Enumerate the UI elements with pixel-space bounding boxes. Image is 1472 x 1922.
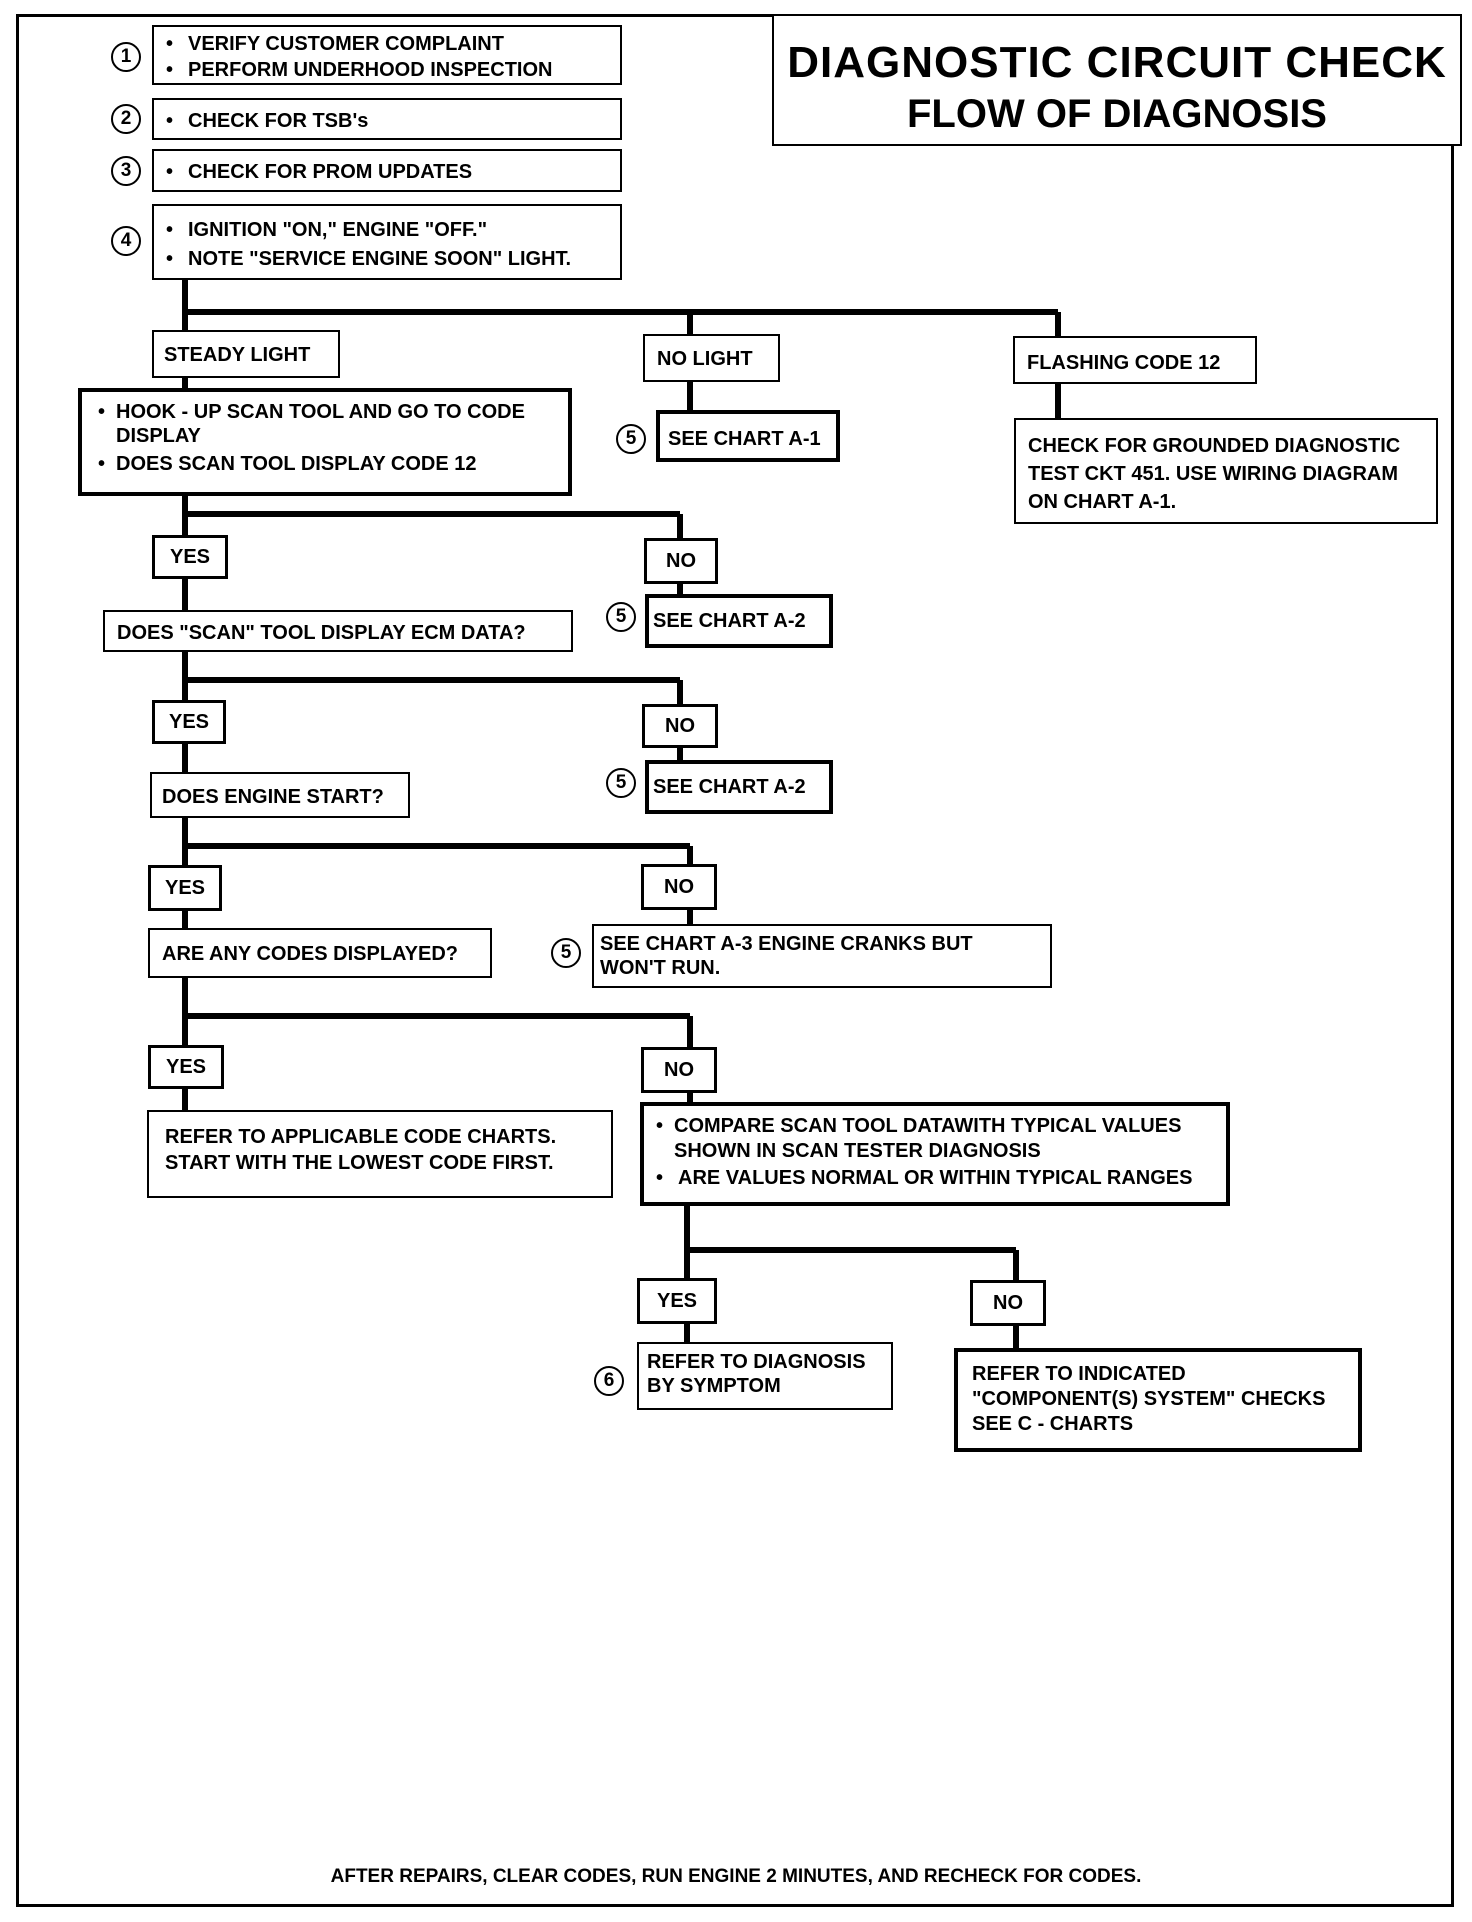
title-line-2: FLOW OF DIAGNOSIS [907, 92, 1327, 136]
page-frame [16, 14, 1454, 1907]
see-chart-a2-box-2: SEE CHART A-2 [645, 760, 833, 814]
codes-question-box: ARE ANY CODES DISPLAYED? [148, 928, 492, 978]
step-number-6: 6 [594, 1366, 624, 1396]
see-chart-a3-box: SEE CHART A-3 ENGINE CRANKS BUT WON'T RU… [592, 924, 1052, 988]
grounded-check-box: CHECK FOR GROUNDED DIAGNOSTIC TEST CKT 4… [1014, 418, 1438, 524]
step-4-item: •IGNITION "ON," ENGINE "OFF." [166, 219, 488, 241]
engine-question-box: DOES ENGINE START? [150, 772, 410, 818]
step-number-5-q1: 5 [606, 602, 636, 632]
compare-box: •COMPARE SCAN TOOL DATAWITH TYPICAL VALU… [640, 1102, 1230, 1206]
step-3-box: •CHECK FOR PROM UPDATES [152, 149, 622, 192]
q2-no-label: NO [642, 704, 718, 748]
q3-no-label: NO [641, 864, 717, 910]
title-box: DIAGNOSTIC CIRCUIT CHECK FLOW OF DIAGNOS… [772, 14, 1462, 146]
code-charts-box: REFER TO APPLICABLE CODE CHARTS. START W… [147, 1110, 613, 1198]
q4-no-label: NO [641, 1047, 717, 1093]
see-chart-a2-box: SEE CHART A-2 [645, 594, 833, 648]
title-line-1: DIAGNOSTIC CIRCUIT CHECK [787, 38, 1447, 87]
q2-yes-label: YES [152, 700, 226, 744]
no-light-label: NO LIGHT [643, 334, 780, 382]
flashing-code-label: FLASHING CODE 12 [1013, 336, 1257, 384]
step-3-item: •CHECK FOR PROM UPDATES [166, 161, 473, 183]
step-4-box: •IGNITION "ON," ENGINE "OFF." •NOTE "SER… [152, 204, 622, 280]
see-chart-a1-box: SEE CHART A-1 [656, 410, 840, 462]
q5-yes-label: YES [637, 1278, 717, 1324]
step-1-box: •VERIFY CUSTOMER COMPLAINT •PERFORM UNDE… [152, 25, 622, 85]
step-number-1: 1 [111, 42, 141, 72]
step-number-5-a1: 5 [616, 424, 646, 454]
c-charts-box: REFER TO INDICATED "COMPONENT(S) SYSTEM"… [954, 1348, 1362, 1452]
hookup-box: •HOOK - UP SCAN TOOL AND GO TO CODE DISP… [78, 388, 572, 496]
step-4-item: •NOTE "SERVICE ENGINE SOON" LIGHT. [166, 248, 572, 270]
step-number-2: 2 [111, 104, 141, 134]
step-number-5-q3: 5 [551, 938, 581, 968]
step-number-5-q2: 5 [606, 768, 636, 798]
symptom-box: REFER TO DIAGNOSIS BY SYMPTOM [637, 1342, 893, 1410]
q5-no-label: NO [970, 1280, 1046, 1326]
q3-yes-label: YES [148, 865, 222, 911]
footer-note: AFTER REPAIRS, CLEAR CODES, RUN ENGINE 2… [330, 1866, 1142, 1887]
step-number-4: 4 [111, 226, 141, 256]
step-1-item: •VERIFY CUSTOMER COMPLAINT [166, 33, 504, 55]
step-2-box: •CHECK FOR TSB's [152, 98, 622, 140]
q4-yes-label: YES [148, 1045, 224, 1089]
step-number-3: 3 [111, 156, 141, 186]
q1-yes-label: YES [152, 535, 228, 579]
q1-no-label: NO [644, 538, 718, 584]
steady-light-label: STEADY LIGHT [152, 330, 340, 378]
step-2-item: •CHECK FOR TSB's [166, 110, 369, 132]
step-1-item: •PERFORM UNDERHOOD INSPECTION [166, 59, 553, 81]
ecm-question-box: DOES "SCAN" TOOL DISPLAY ECM DATA? [103, 610, 573, 652]
